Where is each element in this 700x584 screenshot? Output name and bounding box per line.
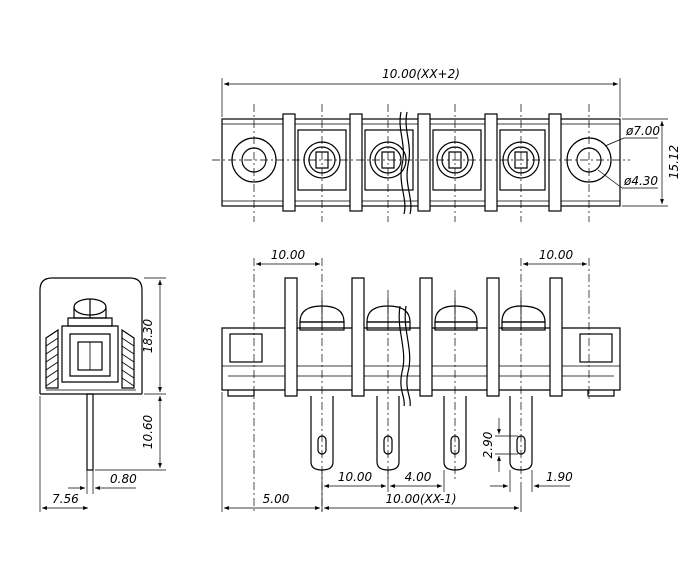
- height-label: 15.12: [667, 145, 681, 179]
- first-pin-offset-label: 5.00: [263, 492, 290, 506]
- top-view: 10.00(XX+2) 15.12 ø7.00 ø4.30: [212, 67, 681, 222]
- pin-position-label: 7.56: [52, 492, 79, 506]
- housing-hatch: [45, 328, 135, 389]
- right-pitch-label: 10.00: [539, 248, 574, 262]
- pin-thickness-label: 0.80: [110, 472, 137, 486]
- side-view: 18.30 10.60 0.80 7.56: [39, 277, 166, 512]
- pin-offset-label: 4.00: [405, 470, 432, 484]
- inner-diameter-label: ø4.30: [623, 174, 658, 188]
- pin-pitch-label: 10.00: [338, 470, 373, 484]
- front-view: 10.00 10.00 10.00 4.00 1.90 2.90 10.00(X…: [221, 248, 621, 512]
- barrier-walls: [282, 113, 562, 212]
- overall-length-label: 10.00(XX+2): [382, 67, 460, 81]
- outer-diameter-label: ø7.00: [625, 124, 660, 138]
- body-height-label: 18.30: [141, 318, 155, 353]
- pin-width-label: 1.90: [546, 470, 573, 484]
- left-pitch-label: 10.00: [271, 248, 306, 262]
- slot-length-label: 2.90: [481, 431, 495, 458]
- pin-length-label: 10.60: [141, 414, 155, 449]
- pin-row-length-label: 10.00(XX-1): [385, 492, 456, 506]
- front-barriers: [284, 277, 563, 397]
